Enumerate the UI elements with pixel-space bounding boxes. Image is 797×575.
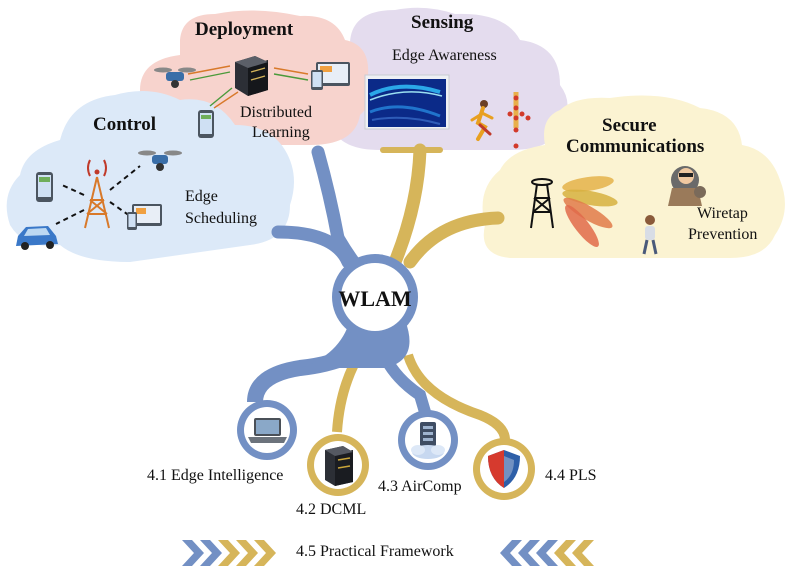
deployment-caption-line1: Distributed	[240, 104, 312, 121]
skeleton-pose-icon	[507, 92, 531, 149]
car-icon	[16, 226, 58, 250]
server-rack-icon	[235, 56, 268, 96]
secure-caption-line2: Prevention	[688, 226, 758, 243]
cloud-secure	[482, 95, 785, 259]
deployment-illustration	[154, 56, 350, 138]
dashed-links	[55, 165, 141, 225]
secure-title-line2: Communications	[566, 136, 705, 157]
beamforming-lobes	[562, 176, 618, 247]
sensing-illustration	[364, 74, 531, 149]
leaf-label-dcml: 4.2 DCML	[296, 501, 367, 518]
leaf-pls	[473, 438, 535, 500]
sensing-title: Sensing	[411, 12, 474, 33]
server-rack-icon	[325, 446, 353, 486]
drone-icon	[138, 150, 182, 171]
control-title: Control	[93, 114, 156, 135]
deployment-caption-line2: Learning	[252, 124, 310, 141]
framework-arrows-right	[500, 540, 594, 566]
control-illustration	[16, 150, 182, 250]
transmit-tower-icon	[530, 178, 554, 229]
user-icon	[642, 215, 658, 255]
control-caption-line1: Edge	[185, 188, 218, 205]
laptop-icon	[248, 418, 287, 443]
leaf-aircomp	[398, 410, 458, 470]
control-caption-line2: Scheduling	[185, 210, 257, 227]
wlam-label: WLAM	[338, 286, 412, 311]
heatmap-image	[364, 74, 450, 130]
leaf-edge-intelligence	[237, 400, 297, 460]
secure-illustration	[530, 166, 706, 255]
sensing-caption: Edge Awareness	[392, 47, 497, 64]
devices-icon	[311, 62, 350, 90]
secure-title-line1: Secure	[602, 115, 657, 136]
exchange-arrows	[187, 65, 309, 109]
deployment-title: Deployment	[195, 19, 294, 40]
leaf-label-pls: 4.4 PLS	[545, 467, 597, 484]
phone-icon	[198, 110, 214, 138]
thief-icon	[668, 166, 706, 206]
leaf-label-edge-intelligence: 4.1 Edge Intelligence	[147, 467, 284, 484]
shield-icon	[488, 450, 520, 488]
running-person-icon	[470, 100, 494, 141]
branches-upper	[271, 143, 505, 275]
cloud-server-icon	[411, 422, 445, 459]
cloud-control	[6, 91, 295, 262]
leaf-label-aircomp: 4.3 AirComp	[378, 478, 462, 495]
cell-tower-icon	[84, 159, 110, 229]
drone-icon	[154, 67, 196, 88]
framework-label: 4.5 Practical Framework	[296, 543, 454, 560]
framework-arrows-left	[182, 540, 276, 566]
wlam-node: WLAM	[332, 254, 418, 340]
devices-icon	[127, 204, 162, 230]
leaf-dcml	[307, 434, 369, 496]
phone-icon	[36, 172, 53, 202]
secure-caption-line1: Wiretap	[697, 205, 748, 222]
